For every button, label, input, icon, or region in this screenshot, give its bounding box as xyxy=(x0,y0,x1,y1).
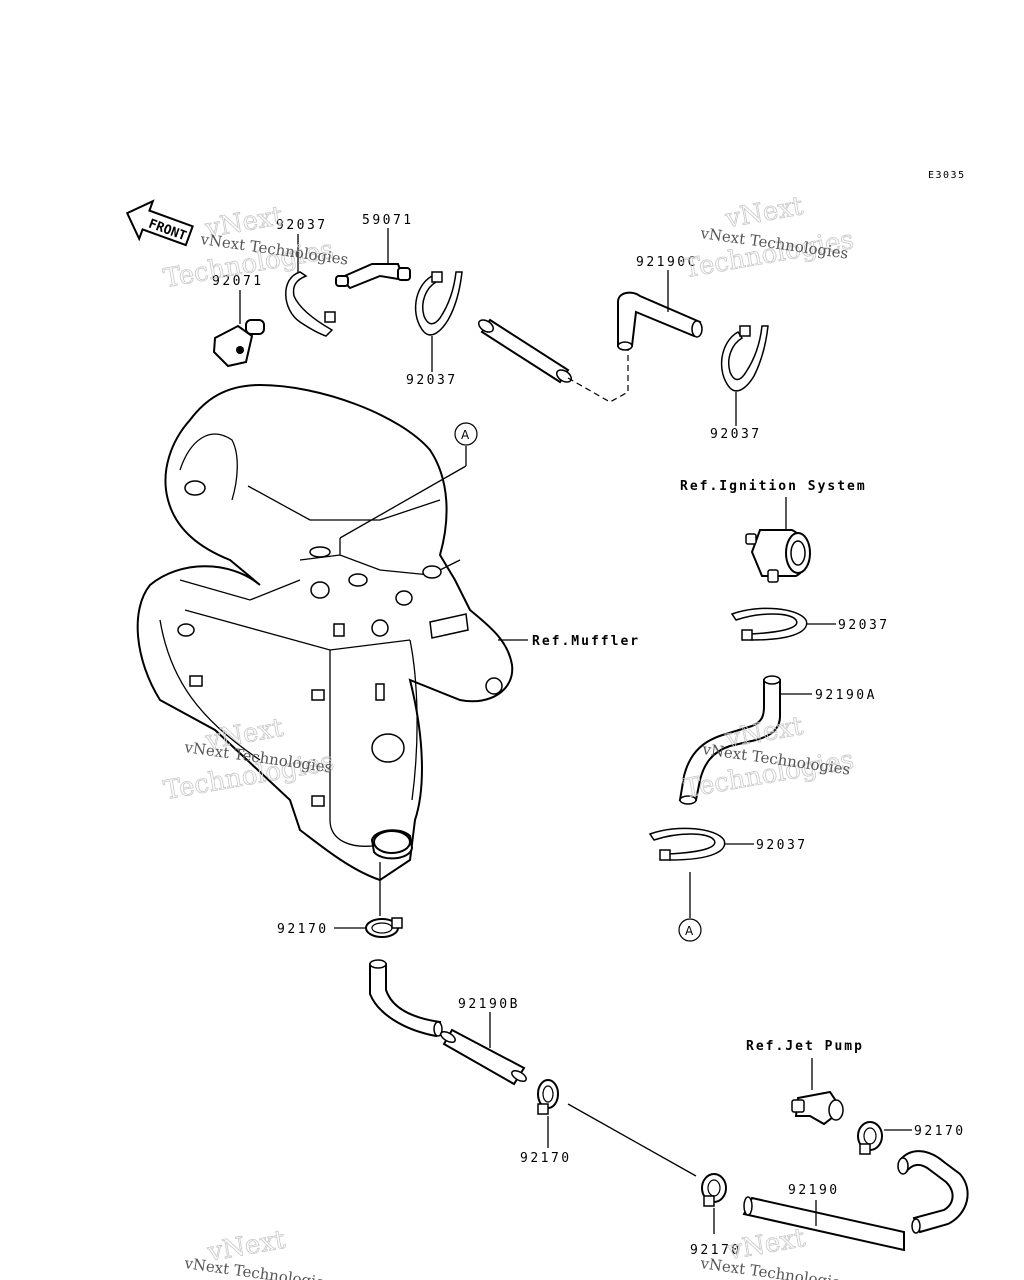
hose-92190c xyxy=(617,291,703,351)
clamp-92170-c xyxy=(701,1173,727,1207)
clamp-92037-right-top xyxy=(720,325,769,392)
hose-bent-lower xyxy=(369,959,443,1038)
fitting-jet-pump xyxy=(791,1090,844,1126)
part-label-92037-c: 92037 xyxy=(710,427,762,442)
part-label-59071: 59071 xyxy=(362,213,414,228)
clamp-92170-b xyxy=(537,1079,559,1115)
clamp-92037-right-low xyxy=(648,827,726,861)
ref-jet-pump: Ref.Jet Pump xyxy=(746,1039,864,1054)
part-label-92170-c: 92170 xyxy=(690,1243,742,1258)
part-label-92037-d: 92037 xyxy=(838,618,890,633)
hose-92190b xyxy=(440,1028,527,1086)
fitting-ignition xyxy=(745,529,811,583)
hose-92190 xyxy=(742,1150,969,1252)
fitting-92071 xyxy=(212,319,265,368)
part-label-92037-a: 92037 xyxy=(276,218,328,233)
clamp-92037-mid xyxy=(414,271,463,336)
diagram-code: E3035 xyxy=(928,170,966,181)
callout-a-upper xyxy=(454,422,478,446)
part-label-92071: 92071 xyxy=(212,274,264,289)
ref-ignition-system: Ref.Ignition System xyxy=(680,479,867,494)
front-arrow-icon: FRONT xyxy=(125,199,194,247)
callout-a-lower xyxy=(678,918,702,942)
part-label-92037-e: 92037 xyxy=(756,838,808,853)
part-label-92190b: 92190B xyxy=(458,997,520,1012)
clamp-92170-a xyxy=(365,917,403,938)
callout-a-upper-label: A xyxy=(461,428,470,442)
part-label-92037-b: 92037 xyxy=(406,373,458,388)
hose-straight-top xyxy=(478,318,572,384)
part-label-92170-b: 92170 xyxy=(520,1151,572,1166)
joint-59071 xyxy=(335,263,411,290)
part-label-92170-d: 92170 xyxy=(914,1124,966,1139)
exhaust-manifold-assembly xyxy=(136,383,514,882)
part-label-92190a: 92190A xyxy=(815,688,877,703)
clamp-92037-left xyxy=(285,271,336,337)
clamp-92170-d xyxy=(857,1121,883,1155)
clamp-92037-right-mid xyxy=(730,607,808,641)
callout-a-lower-label: A xyxy=(685,924,694,938)
part-label-92190: 92190 xyxy=(788,1183,840,1198)
ref-muffler: Ref.Muffler xyxy=(532,634,640,649)
hose-92190a xyxy=(678,675,781,805)
part-label-92190c: 92190C xyxy=(636,255,698,270)
part-label-92170-a: 92170 xyxy=(277,922,329,937)
